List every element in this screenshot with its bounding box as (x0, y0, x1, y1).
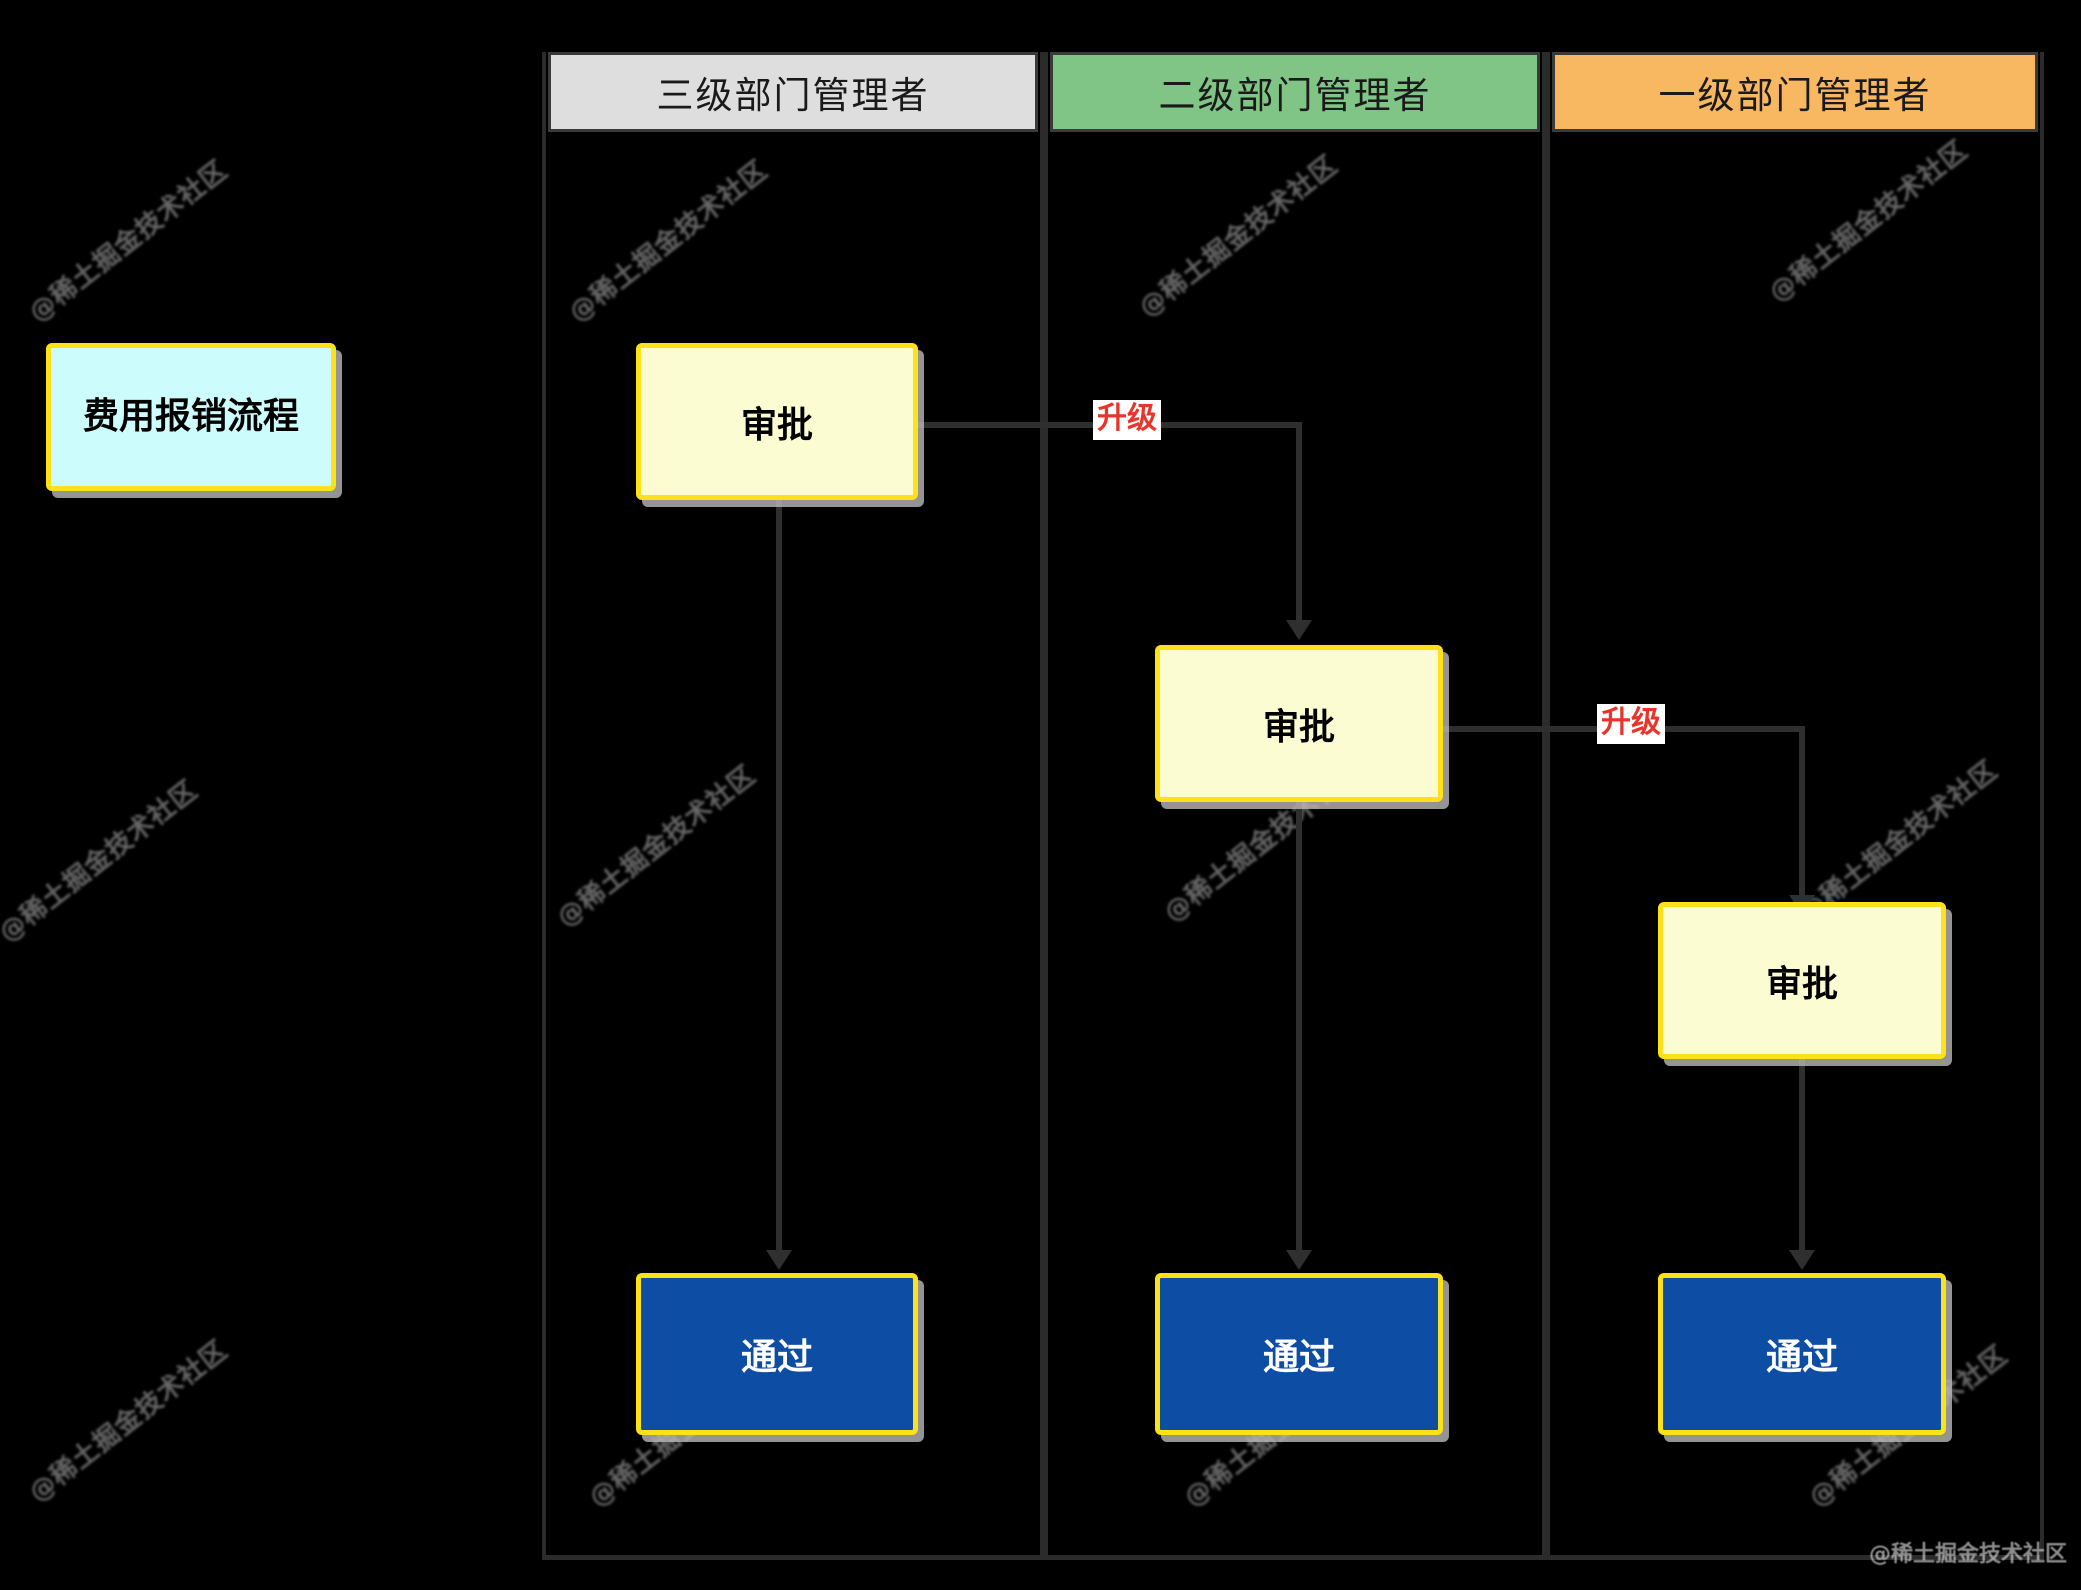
end-node-passed-level-3[interactable]: 通过 (636, 1273, 918, 1435)
connector-task3-to-end3 (1799, 1055, 1805, 1260)
lane-level-1: 一级部门管理者 (1546, 52, 2044, 1560)
arrowhead-task3-to-end3 (1789, 1250, 1815, 1270)
end-node-passed-level-1[interactable]: 通过 (1658, 1273, 1946, 1435)
connector-task1-to-end1 (776, 500, 782, 1260)
task-node-approval-level-3[interactable]: 审批 (636, 343, 918, 500)
lane-header-level-3: 三级部门管理者 (548, 52, 1038, 132)
swimlane-pool: 三级部门管理者 二级部门管理者 一级部门管理者 (542, 52, 2044, 1560)
lane-body-level-3 (546, 134, 1040, 1560)
lane-level-3: 三级部门管理者 (542, 52, 1044, 1560)
end-node-passed-level-2[interactable]: 通过 (1155, 1273, 1443, 1435)
lane-body-level-1 (1550, 134, 2040, 1560)
edge-label-escalate-1: 升级 (1093, 400, 1161, 440)
task-node-approval-level-2[interactable]: 审批 (1155, 645, 1443, 802)
arrowhead-task1-to-task2 (1286, 620, 1312, 640)
watermark-tile: @稀土掘金技术社区 (0, 775, 204, 949)
task-node-approval-level-1[interactable]: 审批 (1658, 902, 1946, 1059)
arrowhead-task2-to-end2 (1286, 1250, 1312, 1270)
lane-level-2: 二级部门管理者 (1044, 52, 1546, 1560)
lane-header-level-1: 一级部门管理者 (1552, 52, 2038, 132)
start-node-expense-process[interactable]: 费用报销流程 (46, 343, 336, 491)
connector-task2-to-end2 (1296, 800, 1302, 1260)
watermark-tile: @稀土掘金技术社区 (23, 155, 234, 329)
watermark-tile: @稀土掘金技术社区 (23, 1335, 234, 1509)
lane-body-level-2 (1048, 134, 1542, 1560)
lane-header-level-2: 二级部门管理者 (1050, 52, 1540, 132)
connector-task2-to-task3-vertical (1799, 726, 1805, 906)
arrowhead-task1-to-end1 (766, 1250, 792, 1270)
edge-label-escalate-2: 升级 (1597, 704, 1665, 744)
connector-task1-to-task2-vertical (1296, 422, 1302, 632)
